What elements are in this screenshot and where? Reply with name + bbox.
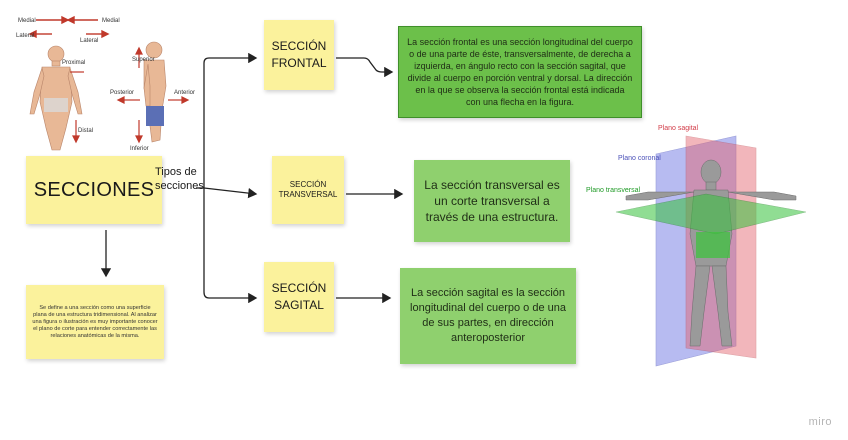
definition-text: Se define a una sección como una superfi… (32, 304, 158, 339)
label-posterior: Posterior (110, 90, 134, 96)
sticky-seccion-sagital[interactable]: SECCIÓN SAGITAL (264, 262, 334, 332)
miro-watermark: miro (808, 416, 832, 428)
sticky-definition[interactable]: Se define a una sección como una superfi… (26, 285, 164, 359)
label-medial-right: Medial (102, 18, 120, 24)
label-superior: Superior (132, 57, 155, 63)
label-plano-transversal: Plano transversal (586, 187, 641, 194)
seccion-frontal-title: SECCIÓN FRONTAL (271, 39, 327, 70)
label-inferior: Inferior (130, 146, 149, 152)
sticky-secciones-label: SECCIONES (33, 178, 155, 201)
sticky-secciones[interactable]: SECCIONES (26, 156, 162, 224)
connector-frontal-description (336, 57, 394, 78)
label-plano-sagital: Plano sagital (658, 125, 699, 132)
description-transversal-text: La sección transversal es un corte trans… (424, 178, 560, 224)
description-seccion-frontal[interactable]: La sección frontal es una sección longit… (398, 26, 642, 118)
seccion-sagital-title: SECCIÓN SAGITAL (271, 281, 327, 312)
description-seccion-sagital[interactable]: La sección sagital es la sección longitu… (400, 268, 576, 364)
description-seccion-transversal[interactable]: La sección transversal es un corte trans… (414, 160, 570, 242)
sticky-seccion-frontal[interactable]: SECCIÓN FRONTAL (264, 20, 334, 90)
label-anterior: Anterior (174, 90, 195, 96)
label-proximal: Proximal (62, 60, 85, 66)
seccion-transversal-title: SECCIÓN TRANSVERSAL (278, 180, 338, 199)
description-sagital-text: La sección sagital es la sección longitu… (410, 287, 566, 344)
label-medial-left: Medial (18, 18, 36, 24)
anatomical-planes-illustration: Plano sagital Plano coronal Plano transv… (586, 116, 807, 376)
anatomical-position-illustration: Medial Medial Lateral Lateral Proximal D… (14, 10, 204, 160)
connector-label-tipos: Tipos de secciones (155, 166, 204, 192)
sticky-seccion-transversal[interactable]: SECCIÓN TRANSVERSAL (272, 156, 344, 224)
description-frontal-text: La sección frontal es una sección longit… (407, 37, 633, 107)
label-lateral-right: Lateral (80, 38, 98, 44)
label-lateral-left: Lateral (16, 33, 34, 39)
connector-to-transversal (203, 187, 258, 199)
label-distal: Distal (78, 128, 93, 134)
connector-to-sagital (203, 188, 258, 304)
connector-to-frontal (203, 52, 258, 188)
label-plano-coronal: Plano coronal (618, 155, 661, 162)
